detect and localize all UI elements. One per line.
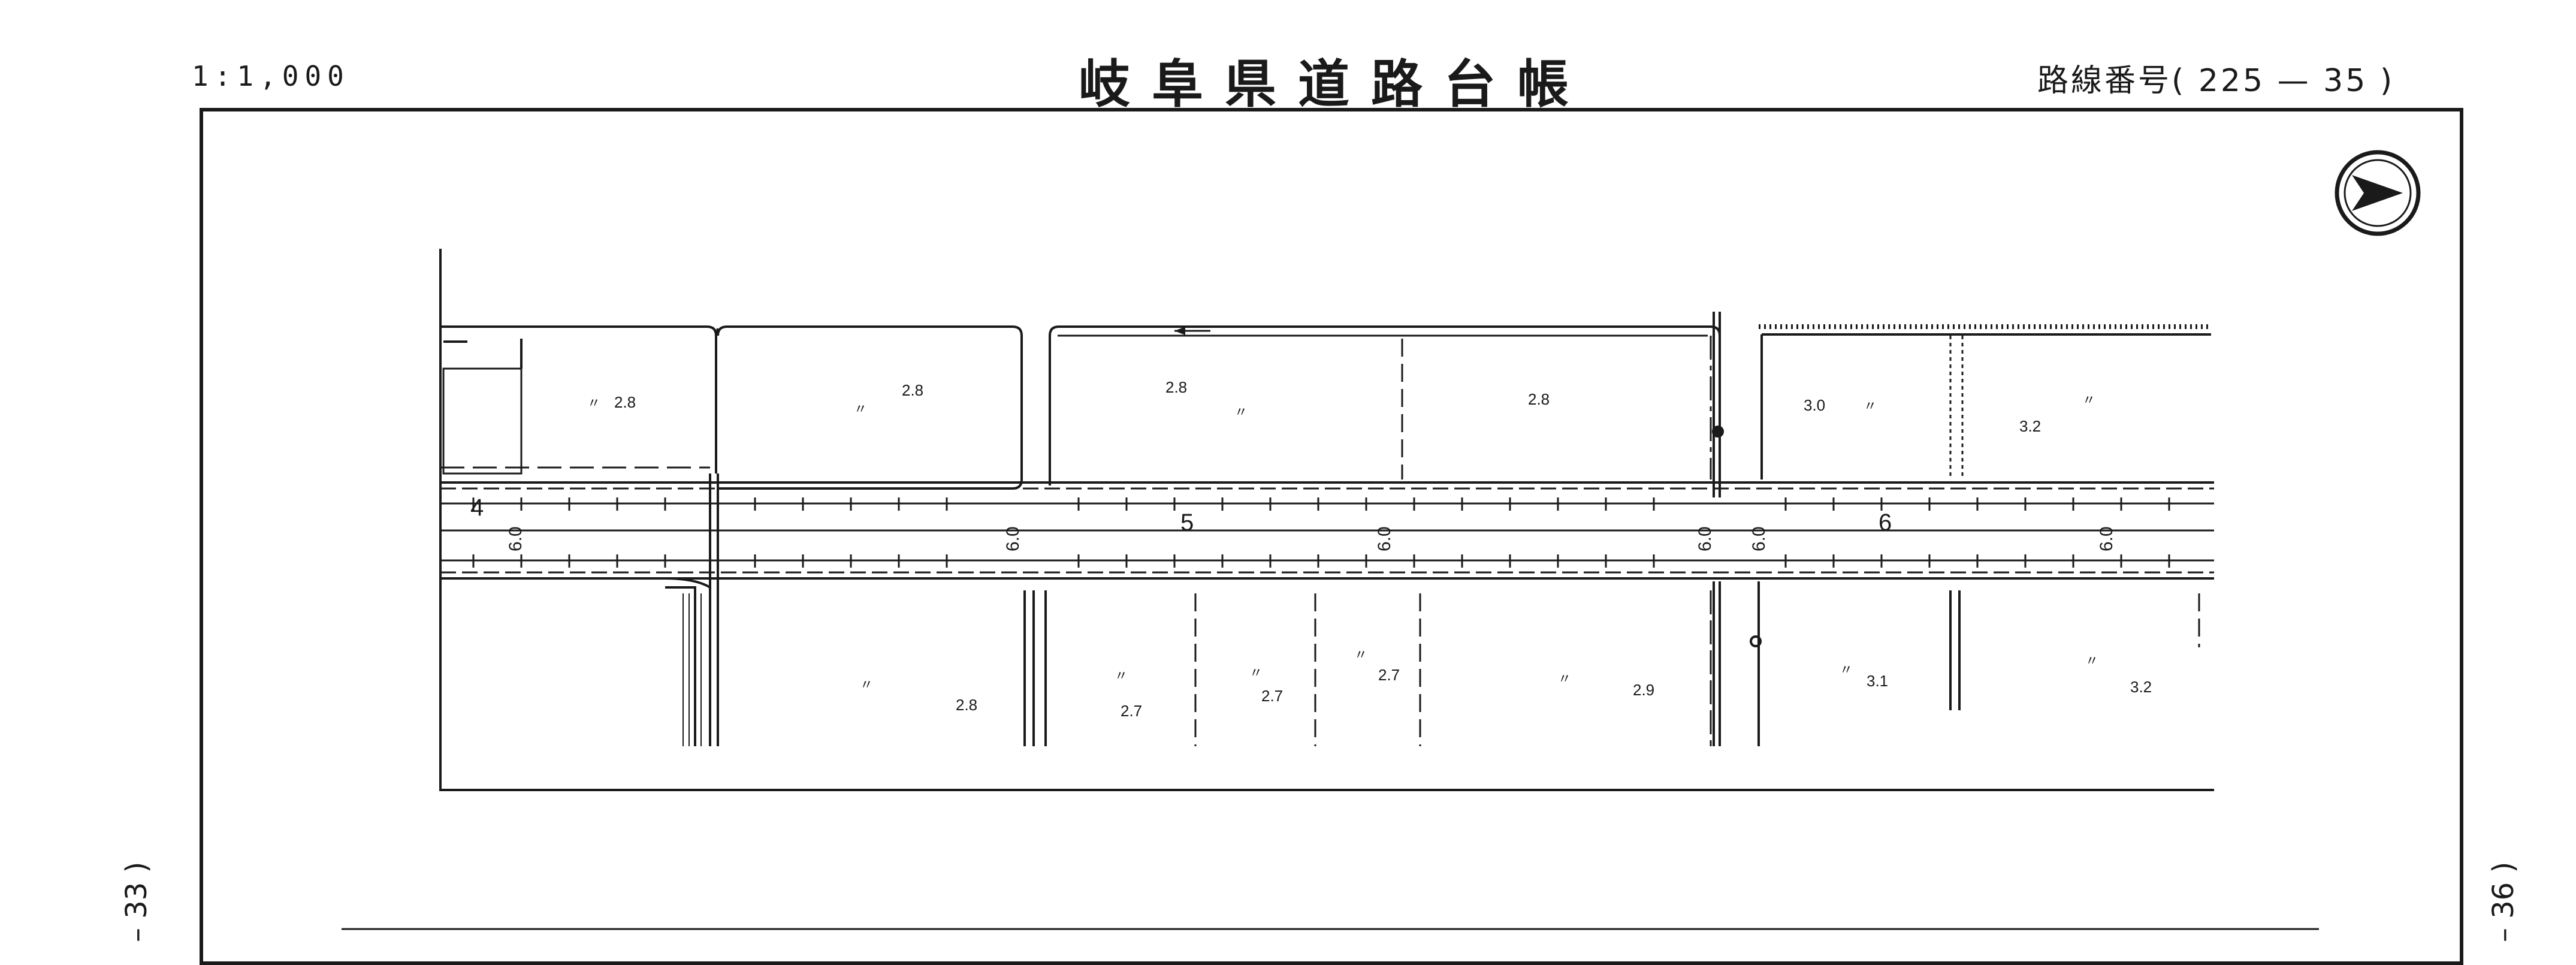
cross-streets	[665, 474, 1961, 746]
road-width-label: 6.0	[1003, 526, 1023, 551]
elevation-point: 2.7	[1121, 702, 1142, 720]
page-title: 岐阜県道路台帳	[1079, 55, 1590, 114]
road-width-label: 6.0	[2097, 526, 2116, 551]
south-blocks	[1194, 590, 2200, 746]
scale-label: 1:1,000	[192, 60, 350, 92]
elevation-point: 3.1	[1867, 672, 1888, 690]
route-number: 路線番号( 225 — 35 )	[2037, 63, 2395, 99]
adjacent-sheet-right: – 36 )	[2487, 861, 2520, 942]
road-width-label: 6.0	[1749, 526, 1769, 551]
elevation-point: 2.7	[1378, 666, 1400, 684]
elevation-point: 2.8	[1165, 378, 1187, 396]
road-width-label: 6.0	[1695, 526, 1715, 551]
ditto-mark: 〃	[1558, 671, 1571, 686]
elevation-point: 2.8	[902, 381, 923, 399]
elevation-point: 2.8	[614, 393, 636, 411]
ditto-mark: 〃	[1234, 405, 1248, 420]
road-width-label: 6.0	[1375, 526, 1394, 551]
marker-circle	[1750, 635, 1762, 647]
ditto-mark: 〃	[1115, 668, 1128, 683]
ditto-mark: 〃	[854, 402, 867, 417]
ditto-mark: 〃	[860, 677, 873, 692]
ditto-mark: 〃	[2082, 393, 2095, 408]
section-number: 6	[1879, 509, 1892, 536]
elevation-point: 2.9	[1633, 681, 1654, 699]
road-width-label: 6.0	[506, 526, 526, 551]
marker-dot	[1712, 426, 1724, 438]
elevation-point: 3.0	[1804, 396, 1825, 414]
elevation-point: 2.8	[1528, 390, 1550, 408]
section-number: 4	[470, 494, 484, 521]
elevation-point: 2.7	[1261, 687, 1283, 705]
ditto-mark: 〃	[2085, 653, 2098, 668]
section-number: 5	[1180, 509, 1194, 536]
road-corridor	[440, 466, 2214, 580]
north-blocks	[440, 312, 2211, 497]
ditto-mark: 〃	[1249, 665, 1263, 680]
elevation-point: 2.8	[956, 696, 977, 714]
ditto-mark: 〃	[587, 396, 600, 411]
adjacent-sheet-left: – 33 )	[120, 861, 153, 942]
ditto-mark: 〃	[1354, 647, 1367, 662]
ditto-mark: 〃	[1840, 662, 1853, 677]
elevation-point: 3.2	[2019, 417, 2041, 435]
road-plan-drawing: 4 5 6 6.0 6.0 6.0 6.0 6.0 6.0 2.8 2.8 2.…	[342, 150, 2421, 930]
north-arrow-icon	[2335, 150, 2421, 236]
elevation-point: 3.2	[2130, 678, 2152, 696]
corridor-ticks	[472, 497, 2170, 568]
ditto-mark: 〃	[1864, 399, 1877, 414]
